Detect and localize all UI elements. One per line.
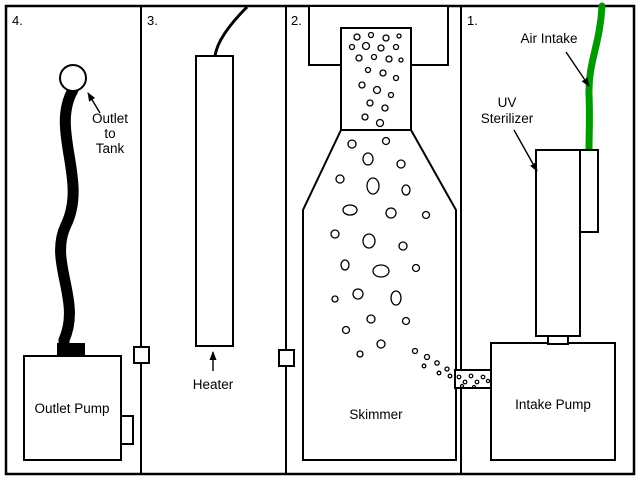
intake-pump-body — [490, 342, 616, 461]
chamber-3-number: 3. — [147, 13, 158, 28]
outlet-label-line2: to — [104, 126, 115, 141]
outlet-pump-label: Outlet Pump — [34, 401, 109, 416]
uv-label-line1: UV — [498, 95, 517, 110]
outlet-hose — [55, 84, 79, 354]
outlet-pump-body — [23, 355, 122, 461]
chamber-2-skimmer — [302, 5, 457, 461]
uv-inlet-tube — [579, 149, 599, 233]
skimmer-label: Skimmer — [349, 407, 403, 422]
chamber-1-intake — [490, 2, 616, 461]
hose-connector — [57, 343, 85, 356]
uv-pump-connector — [547, 335, 569, 345]
outlet-arrow — [87, 92, 101, 114]
outlet-to-tank-fitting — [59, 64, 87, 92]
uv-label-line2: Sterilizer — [481, 111, 534, 126]
heater-label: Heater — [193, 377, 234, 392]
baffle-fitting-left — [133, 346, 150, 364]
chamber-1-number: 1. — [467, 13, 478, 28]
chamber-2-number: 2. — [291, 13, 302, 28]
air-intake-arrow — [565, 51, 590, 87]
skimmer-riser-tube — [340, 27, 412, 131]
air-intake-tube — [585, 2, 606, 154]
air-intake-label: Air Intake — [520, 31, 577, 46]
uv-sterilizer-body — [535, 149, 581, 337]
skimmer-bubbles — [330, 31, 453, 379]
skimmer-body — [302, 129, 457, 461]
chamber-4-number: 4. — [12, 13, 23, 28]
passage-bubbles — [456, 373, 491, 390]
heater-body — [195, 55, 234, 347]
intake-pump-label: Intake Pump — [515, 397, 591, 412]
outlet-label-line1: Outlet — [92, 111, 128, 126]
outlet-pump-port — [120, 415, 134, 445]
uv-arrow — [513, 129, 538, 172]
outlet-label-line3: Tank — [96, 141, 125, 156]
chamber-4-outlet — [23, 64, 134, 461]
chamber-3-heater — [195, 5, 249, 347]
heater-cable — [213, 5, 249, 57]
baffle-fitting-right — [278, 349, 295, 367]
